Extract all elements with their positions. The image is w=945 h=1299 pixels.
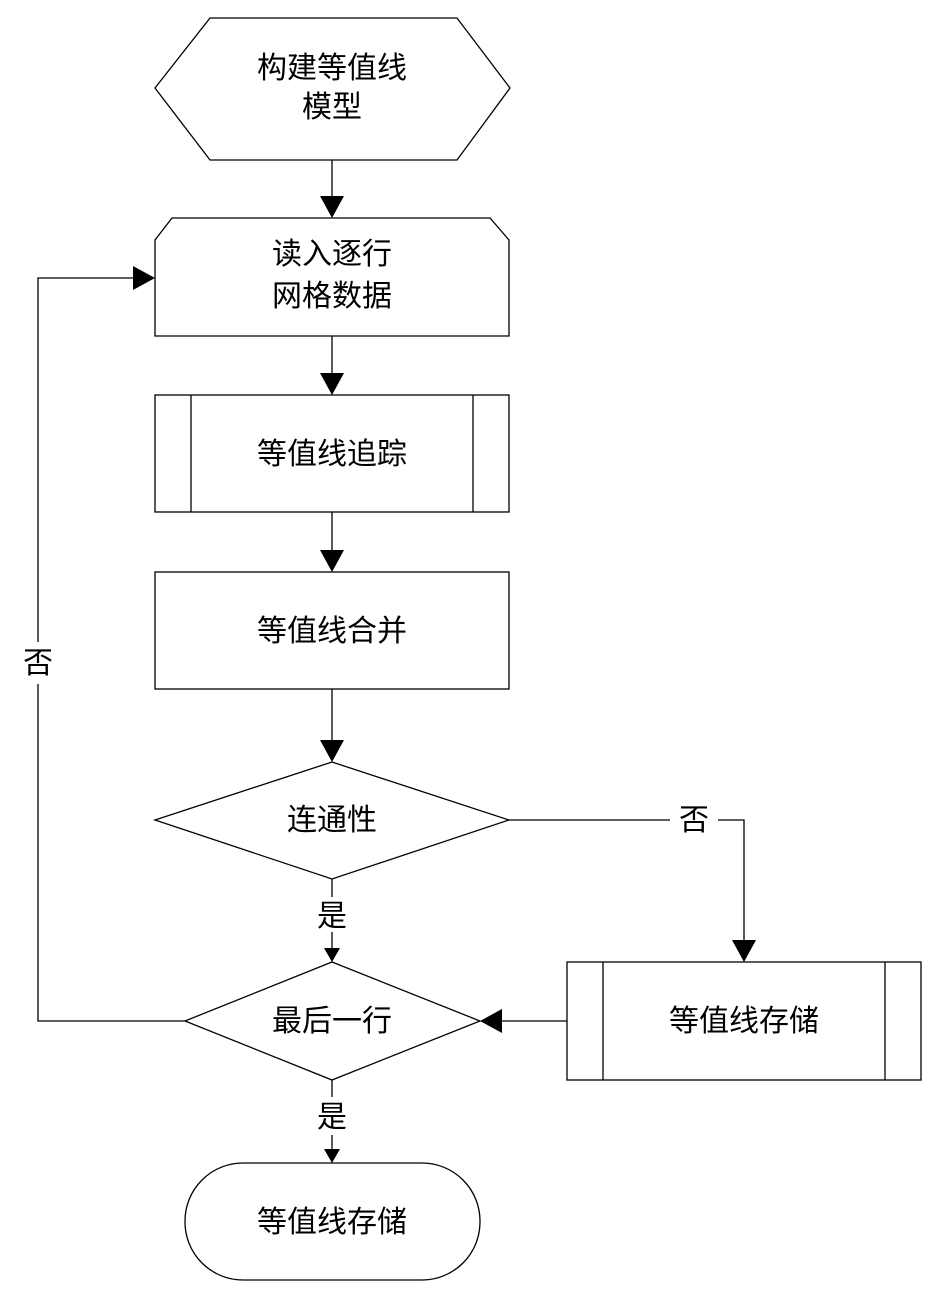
arrowhead [320, 550, 344, 572]
edge-last-row-no-lower [37, 684, 185, 1022]
store-sub-label: 等值线存储 [669, 1004, 819, 1039]
trace-process-box [154, 394, 510, 513]
arrowhead [324, 1149, 340, 1163]
arrowhead [324, 948, 340, 962]
last-row-yes-label: 是 [317, 1100, 347, 1135]
last-row-label: 最后一行 [272, 1004, 392, 1039]
arrowhead [480, 1009, 502, 1033]
connectivity-label: 连通性 [287, 803, 377, 838]
arrowhead [320, 196, 344, 218]
arrowhead [320, 740, 344, 762]
read-rows-label-line1: 读入逐行 [272, 237, 392, 272]
store-end-terminator [184, 1162, 481, 1281]
build-model-hexagon [154, 17, 511, 161]
build-model-label-line2: 模型 [302, 90, 362, 125]
connectivity-yes-label: 是 [317, 899, 347, 934]
edge-connectivity-no-right [718, 819, 745, 940]
store-sub-process-box [566, 961, 922, 1081]
last-row-no-label: 否 [23, 646, 53, 681]
build-model-label-line1: 构建等值线 [257, 51, 407, 86]
edge-last-row-no-upper [37, 277, 133, 642]
read-rows-label-line2: 网格数据 [272, 279, 392, 314]
connectivity-no-label: 否 [679, 803, 709, 838]
arrowhead [133, 266, 155, 290]
arrowhead [320, 373, 344, 395]
store-end-label: 等值线存储 [257, 1205, 407, 1240]
arrowhead [732, 940, 756, 962]
trace-label: 等值线追踪 [257, 437, 407, 472]
merge-label: 等值线合并 [257, 614, 407, 649]
read-rows-card [154, 217, 510, 337]
